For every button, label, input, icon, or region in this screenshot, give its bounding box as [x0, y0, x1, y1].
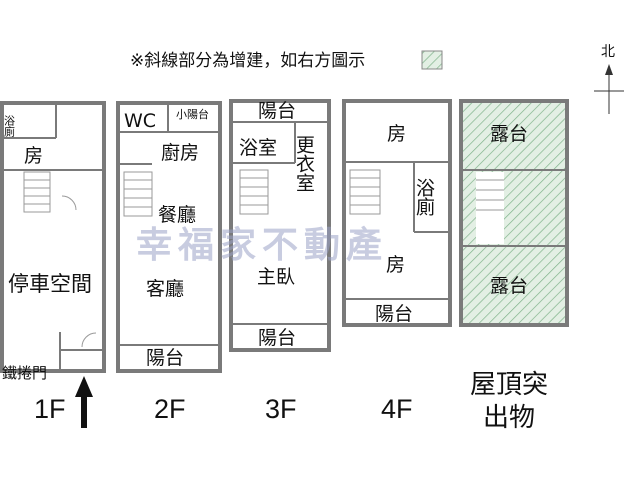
2f-kitchen-label: 廚房: [161, 141, 199, 164]
3f-balcony-bottom-label: 陽台: [258, 327, 296, 349]
4f-room-top-label: 房: [387, 123, 406, 145]
floor-label-4f: 4F: [381, 394, 413, 424]
entrance-arrow-icon: [75, 376, 93, 428]
plan-1f: [0, 101, 106, 373]
plan-roof: [459, 99, 569, 327]
annex-legend-swatch: [421, 50, 443, 70]
plan-3f: [229, 99, 331, 352]
floor-label-1f: 1F: [34, 394, 66, 424]
4f-balcony-label: 陽台: [375, 303, 413, 325]
roof-terrace-top-label: 露台: [490, 123, 528, 145]
4f-bath-label: 浴廁: [413, 178, 435, 217]
2f-living-label: 客廳: [146, 278, 184, 300]
roof-terrace-bottom-label: 露台: [490, 275, 528, 297]
3f-bath-label: 浴室: [239, 137, 277, 159]
plan-2f: [116, 101, 222, 373]
3f-closet-label: 更衣室: [293, 135, 315, 192]
north-compass-icon: [594, 64, 624, 114]
floor-label-roof: 屋頂突出物: [470, 369, 548, 432]
1f-room-label: 房: [24, 145, 43, 167]
plan-4f: [342, 99, 452, 327]
floor-label-3f: 3F: [265, 394, 297, 424]
2f-wc-label: WC: [124, 110, 156, 132]
floor-label-2f: 2F: [154, 394, 186, 424]
4f-room-label: 房: [386, 254, 405, 276]
1f-parking-label: 停車空間: [8, 272, 92, 296]
compass-north-label: 北: [601, 44, 615, 60]
2f-small-balcony-label: 小陽台: [176, 107, 209, 121]
2f-balcony-label: 陽台: [146, 347, 184, 369]
annex-note: ※斜線部分為增建，如右方圖示: [130, 51, 365, 71]
agency-watermark: 幸福家不動產: [136, 225, 388, 266]
1f-bath-label: 浴廁: [3, 115, 16, 138]
2f-dining-label: 餐廳: [158, 204, 196, 226]
3f-master-label: 主臥: [257, 266, 295, 288]
3f-balcony-top-label: 陽台: [258, 100, 296, 122]
1f-gate-label: 鐵捲門: [2, 364, 47, 382]
